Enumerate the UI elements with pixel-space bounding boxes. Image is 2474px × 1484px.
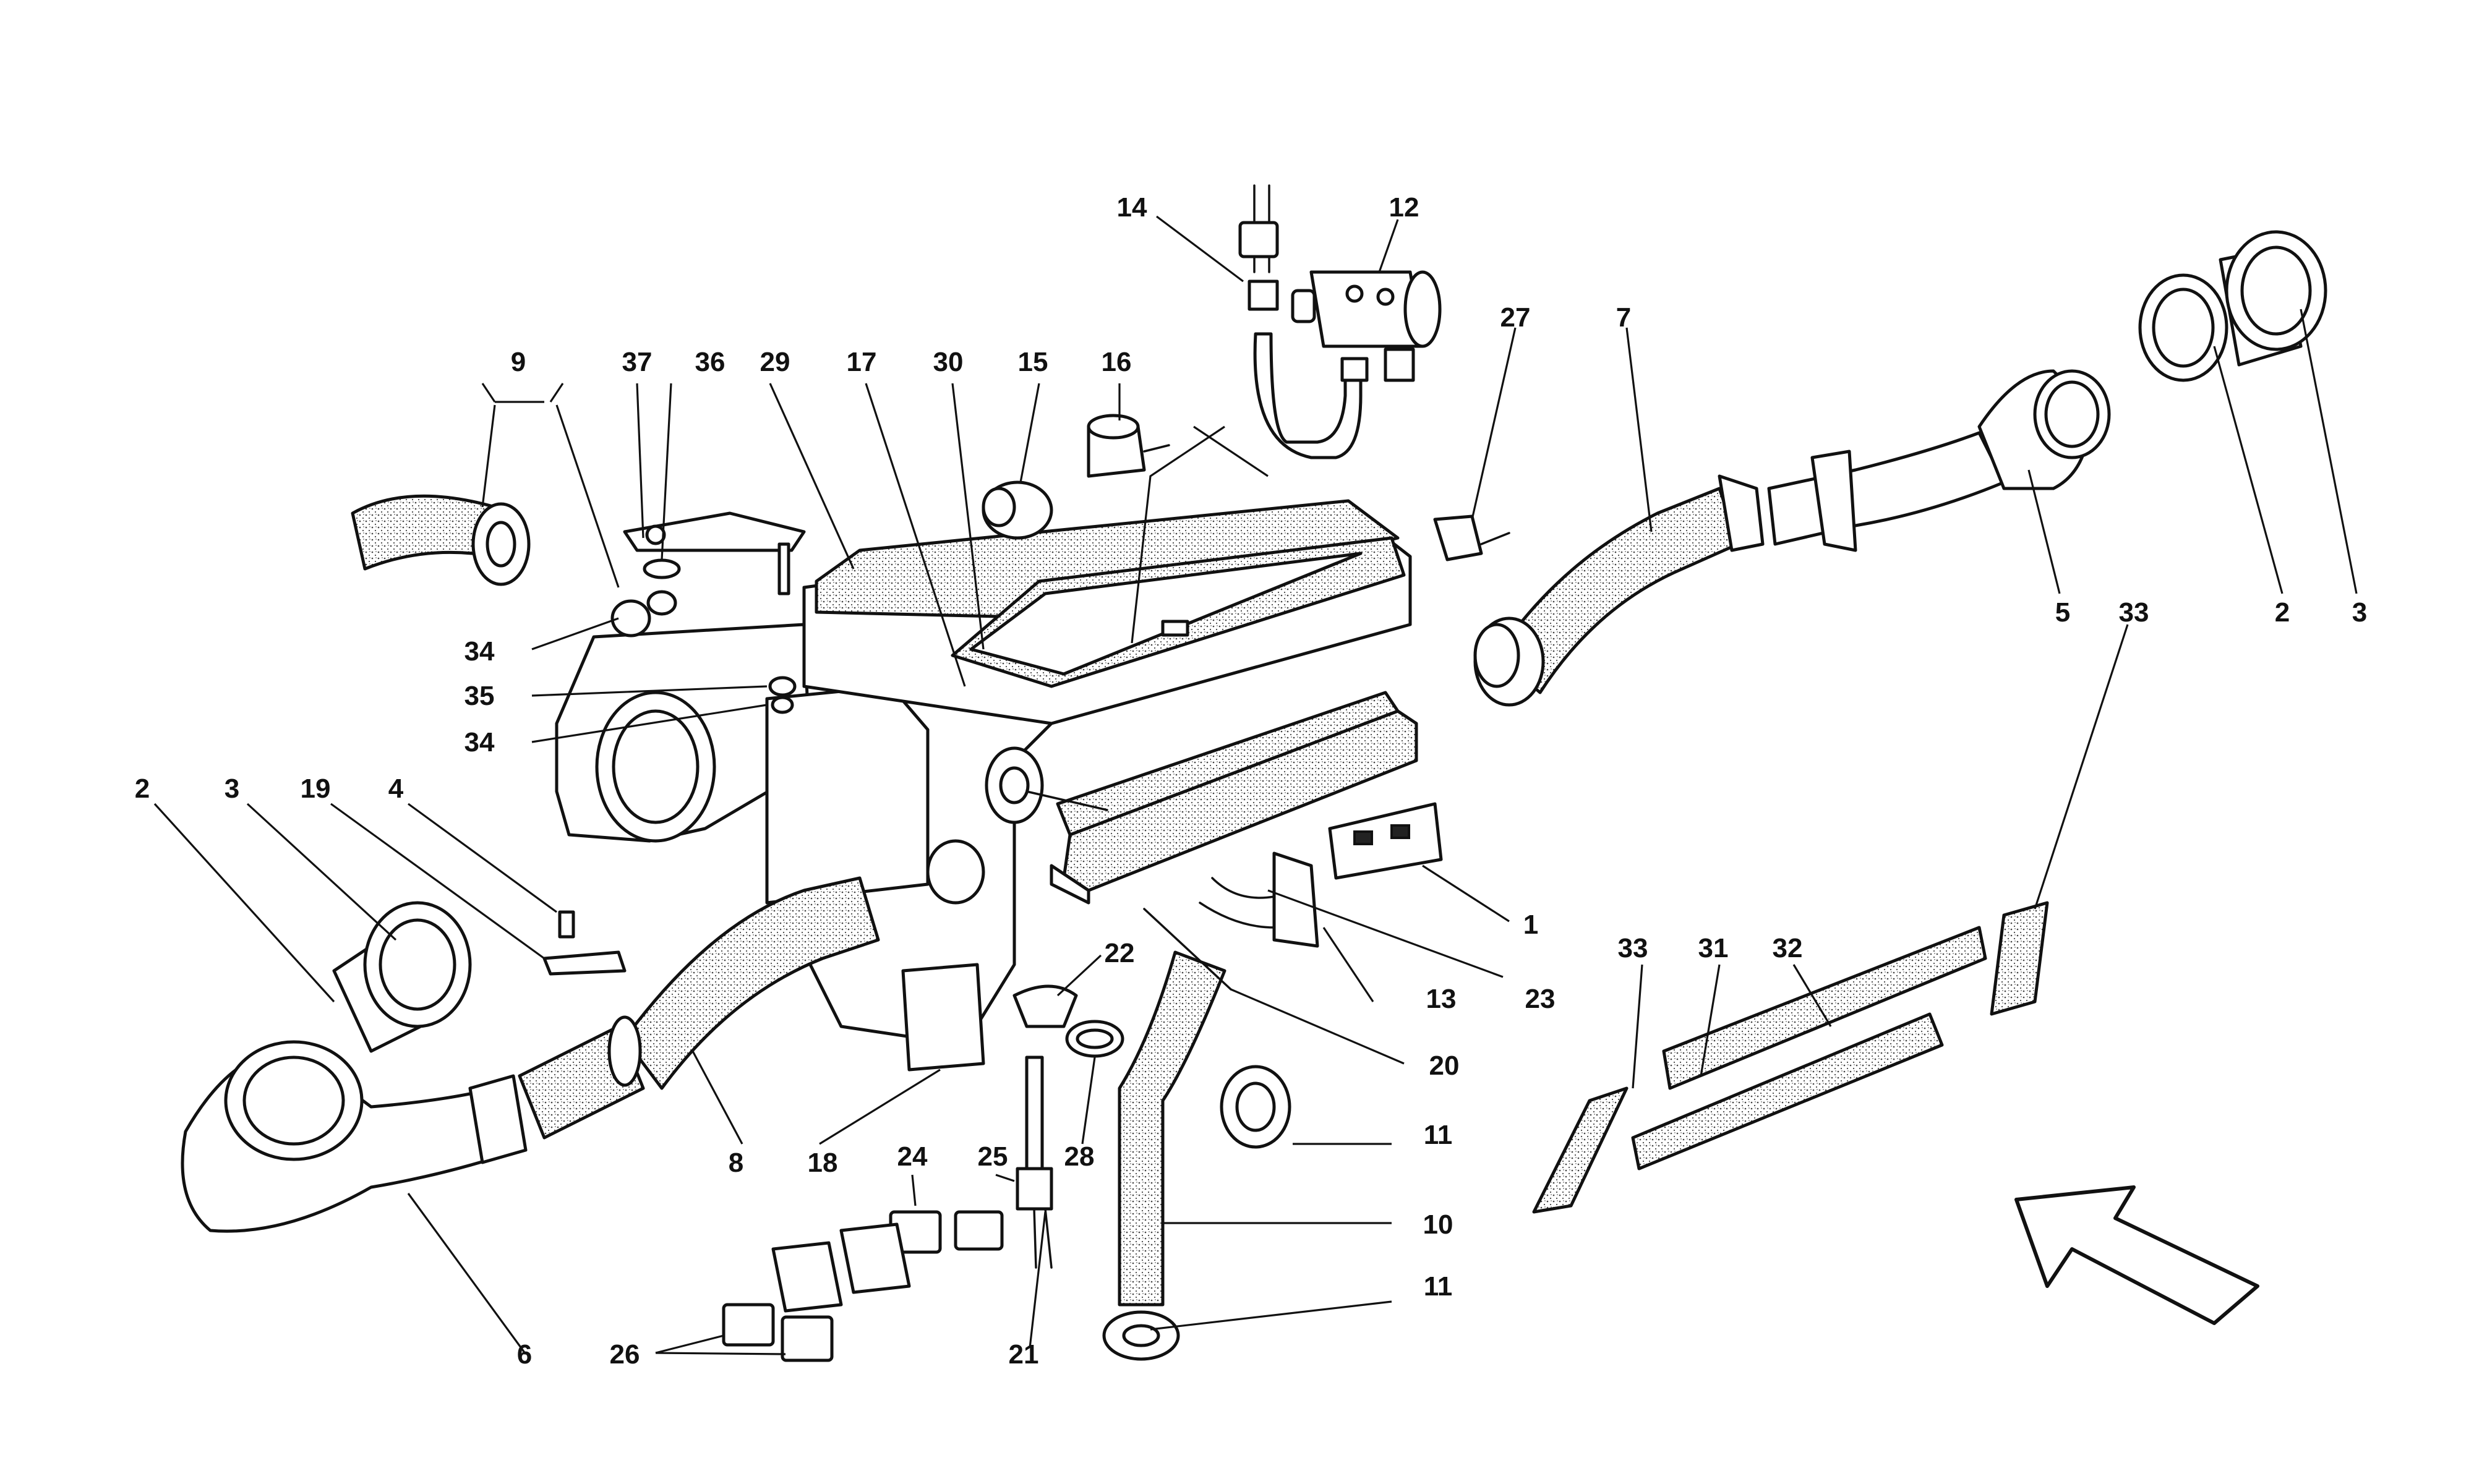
- callout-31: 31: [1698, 933, 1729, 963]
- callout-4: 4: [388, 774, 404, 804]
- callout-35: 35: [464, 681, 495, 711]
- duct-hose-7: [1473, 474, 1765, 707]
- callout-19: 19: [301, 774, 331, 804]
- sensor-4: [542, 910, 627, 976]
- callout-5: 5: [2055, 597, 2070, 628]
- refrigerant-pipe: [1238, 184, 1369, 459]
- callout-22: 22: [1105, 938, 1135, 968]
- drain-hose-10: [1118, 908, 1232, 1307]
- callout-27: 27: [1500, 302, 1531, 333]
- callout-24: 24: [897, 1141, 928, 1172]
- callout-33-lower: 33: [1618, 933, 1648, 963]
- duct-connector-6: [181, 1040, 528, 1233]
- grommet-11-lower: [1102, 1310, 1180, 1361]
- callout-13: 13: [1426, 984, 1457, 1014]
- expansion-valve: [1291, 270, 1442, 382]
- leader-lines: [153, 215, 2358, 1355]
- callout-32: 32: [1773, 933, 1803, 963]
- vacuum-actuator: [1087, 414, 1170, 478]
- callout-25: 25: [978, 1141, 1008, 1172]
- callout-15: 15: [1018, 347, 1048, 377]
- callout-6: 6: [517, 1339, 532, 1370]
- callout-2-left: 2: [135, 774, 150, 804]
- temp-sensor-21: [1016, 1055, 1053, 1269]
- duct-rings-2-3: [2138, 230, 2327, 382]
- callout-21: 21: [1009, 1339, 1039, 1370]
- callout-1: 1: [1523, 910, 1538, 940]
- callout-26: 26: [610, 1339, 640, 1370]
- callout-10: 10: [1423, 1209, 1453, 1240]
- blower-motor: [982, 480, 1053, 540]
- callout-11-upper: 11: [1424, 1120, 1453, 1150]
- callout-14: 14: [1117, 192, 1147, 223]
- callout-34-upper: 34: [464, 636, 495, 667]
- callout-37: 37: [622, 347, 653, 377]
- duct-rings-left: [332, 901, 472, 1053]
- grommet-9: [351, 494, 531, 586]
- callout-12: 12: [1389, 192, 1419, 223]
- callout-18: 18: [808, 1148, 838, 1178]
- relays-24-26: [722, 1210, 1004, 1362]
- callout-20: 20: [1429, 1051, 1460, 1081]
- callout-3-left: 3: [225, 774, 239, 804]
- callout-29: 29: [760, 347, 790, 377]
- callout-7: 7: [1616, 302, 1631, 333]
- callout-33-upper: 33: [2119, 597, 2149, 628]
- callout-17: 17: [847, 347, 877, 377]
- pressure-switch: [1433, 514, 1510, 561]
- callout-34-lower: 34: [464, 727, 495, 757]
- bracket-37: [610, 511, 806, 714]
- duct-hose-8: [518, 876, 880, 1140]
- callout-9: 9: [511, 347, 526, 377]
- callout-2-right: 2: [2275, 597, 2290, 628]
- callout-3-right: 3: [2352, 597, 2367, 628]
- callout-23: 23: [1525, 984, 1556, 1014]
- control-module-18: [901, 963, 985, 1072]
- grommet-11-upper: [1220, 1065, 1291, 1149]
- foam-strips: [1532, 901, 2049, 1214]
- direction-arrow-icon: [2014, 1185, 2259, 1325]
- callout-28: 28: [1064, 1141, 1095, 1172]
- callout-36: 36: [695, 347, 726, 377]
- callout-30: 30: [933, 347, 964, 377]
- callout-11-lower: 11: [1424, 1271, 1453, 1302]
- grommet-22: [1012, 984, 1078, 1028]
- callout-16: 16: [1102, 347, 1132, 377]
- hose-clamp-28: [1065, 1020, 1124, 1058]
- heater-housing: [555, 499, 1418, 1047]
- duct-connector-5: [1767, 369, 2111, 552]
- callout-labels: 14 12 27 7 9 37 36 29 17 30 15 16 5 33 2…: [135, 192, 2367, 1370]
- callout-8: 8: [729, 1148, 743, 1178]
